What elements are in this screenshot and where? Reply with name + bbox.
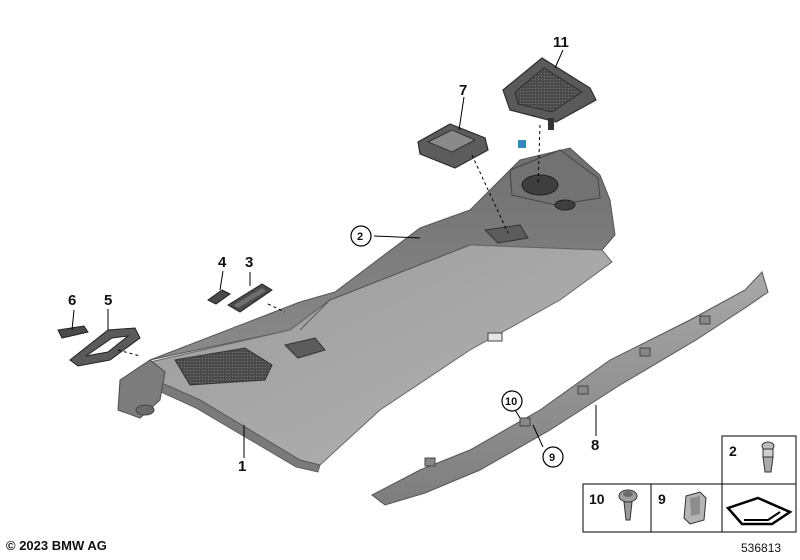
clip-part-4 [207,289,231,305]
callout-2-circle [350,225,372,247]
push-pin-icon [761,441,775,473]
callout-2: 2 [357,231,363,243]
trim-cover-part-7 [417,123,489,169]
trim-strip-part-8 [371,271,769,506]
clip-nut-icon [683,491,707,525]
copyright-text: © 2023 BMW AG [6,538,107,553]
bracket-part-3 [227,283,273,313]
callout-10-circle [501,390,523,412]
legend-label-10: 10 [589,491,605,507]
callout-1: 1 [238,458,246,475]
legend-cell-10 [582,483,652,533]
rear-shelf-part-1 [117,140,616,473]
callout-6: 6 [68,292,76,309]
legend-table: 2 10 9 [582,435,797,533]
legend-label-2: 2 [729,443,737,459]
callout-10: 10 [505,396,517,408]
callout-labels: 1 3 4 5 6 7 8 11 2 10 9 [68,34,599,475]
callout-9: 9 [549,452,555,464]
diagram-id: 536813 [741,541,782,555]
callout-3: 3 [245,254,253,271]
strip-profile-icon [725,496,793,526]
callout-9-circle [542,446,564,468]
screw-icon [618,489,638,521]
legend-label-9: 9 [658,491,666,507]
callout-4: 4 [218,254,227,271]
clip-part-6 [57,325,89,339]
legend-cell-2 [721,435,797,485]
speaker-cover-part-11 [502,57,597,130]
callout-7: 7 [459,82,467,99]
callout-8: 8 [591,437,599,454]
callout-11: 11 [553,34,569,51]
leader-lines [71,49,597,458]
callout-5: 5 [104,292,112,309]
